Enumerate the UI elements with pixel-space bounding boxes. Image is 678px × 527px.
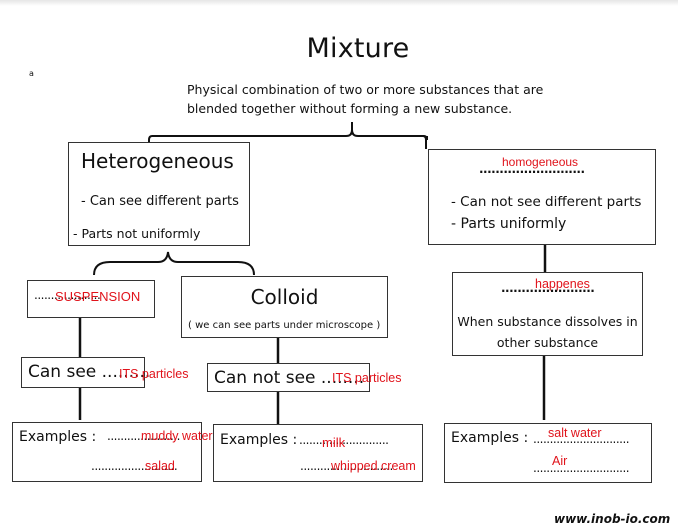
colloid-examples-box: Examples : ........................... .…	[213, 424, 423, 482]
suspension-answer: SUSPENSION	[55, 289, 141, 304]
solution-box: happenes ....................... When su…	[452, 272, 643, 356]
top-shadow	[0, 0, 678, 6]
homogeneous-answer: homogeneous	[502, 155, 579, 169]
solution-answer: happenes	[535, 277, 590, 291]
watermark: www.inob-io.com	[554, 512, 671, 526]
homogeneous-point-2: - Parts uniformly	[451, 216, 567, 232]
main-brace	[148, 122, 422, 147]
colloid-examples-label: Examples :	[220, 432, 298, 448]
can-not-see-box: Can not see ........	[207, 363, 370, 392]
colloid-box: Colloid ( we can see parts under microsc…	[181, 276, 388, 338]
heterogeneous-point-1: - Can see different parts	[81, 194, 239, 209]
can-see-label: Can see .........	[28, 362, 151, 382]
solution-examples-label: Examples :	[451, 430, 529, 446]
solution-example-1-answer: salt water	[548, 426, 602, 440]
homogeneous-point-1: - Can not see different parts	[451, 194, 642, 210]
solution-example-2-answer: Air	[552, 454, 568, 468]
colloid-example-2-answer: whipped cream	[331, 459, 416, 473]
can-see-box: Can see .........	[21, 357, 150, 388]
solution-description: When substance dissolves in other substa…	[453, 311, 642, 353]
colloid-example-1-blank: ...........................	[299, 433, 389, 447]
colloid-note: ( we can see parts under microscope )	[188, 320, 381, 331]
colloid-title: Colloid	[250, 285, 319, 309]
stray-mark: a	[29, 69, 34, 78]
can-see-answer: ITS particles	[119, 367, 189, 381]
colloid-example-2-blank: ............................	[300, 459, 393, 473]
can-not-see-label: Can not see ........	[214, 368, 365, 388]
suspension-example-1-blank: ......................	[107, 429, 180, 443]
heterogeneous-box: Heterogeneous - Can see different parts …	[68, 142, 250, 246]
definition-line-2: blended together without forming a new s…	[187, 101, 513, 116]
solution-example-2-blank: .............................	[533, 461, 630, 475]
can-not-see-answer: ITS particles	[332, 371, 402, 385]
solution-blank: .......................	[501, 281, 595, 295]
heterogeneous-brace	[93, 251, 255, 276]
heterogeneous-title: Heterogeneous	[81, 149, 234, 173]
suspension-example-2-answer: salad	[145, 459, 175, 473]
solution-description-line-1: When substance dissolves in	[457, 314, 638, 329]
homogeneous-box: homogeneous .......................... -…	[428, 149, 656, 245]
definition-line-1: Physical combination of two or more subs…	[187, 82, 544, 97]
colloid-example-1-answer: milk	[322, 435, 346, 450]
definition-text: Physical combination of two or more subs…	[187, 80, 543, 118]
heterogeneous-point-2: - Parts not uniformly	[73, 226, 201, 241]
homogeneous-blank: ..........................	[479, 162, 585, 176]
page-title: Mixture	[306, 33, 410, 64]
solution-examples-box: Examples : .............................…	[444, 423, 652, 483]
suspension-blank: ....................	[34, 288, 101, 302]
solution-description-line-2: other substance	[496, 335, 599, 350]
solution-example-1-blank: .............................	[533, 432, 630, 446]
suspension-examples-box: Examples : ...................... ......…	[12, 422, 202, 482]
suspension-example-1-answer: muddy water	[141, 429, 213, 443]
suspension-example-2-blank: ..........................	[91, 459, 178, 473]
suspension-box: .................... SUSPENSION	[27, 280, 155, 318]
suspension-examples-label: Examples :	[19, 429, 97, 445]
